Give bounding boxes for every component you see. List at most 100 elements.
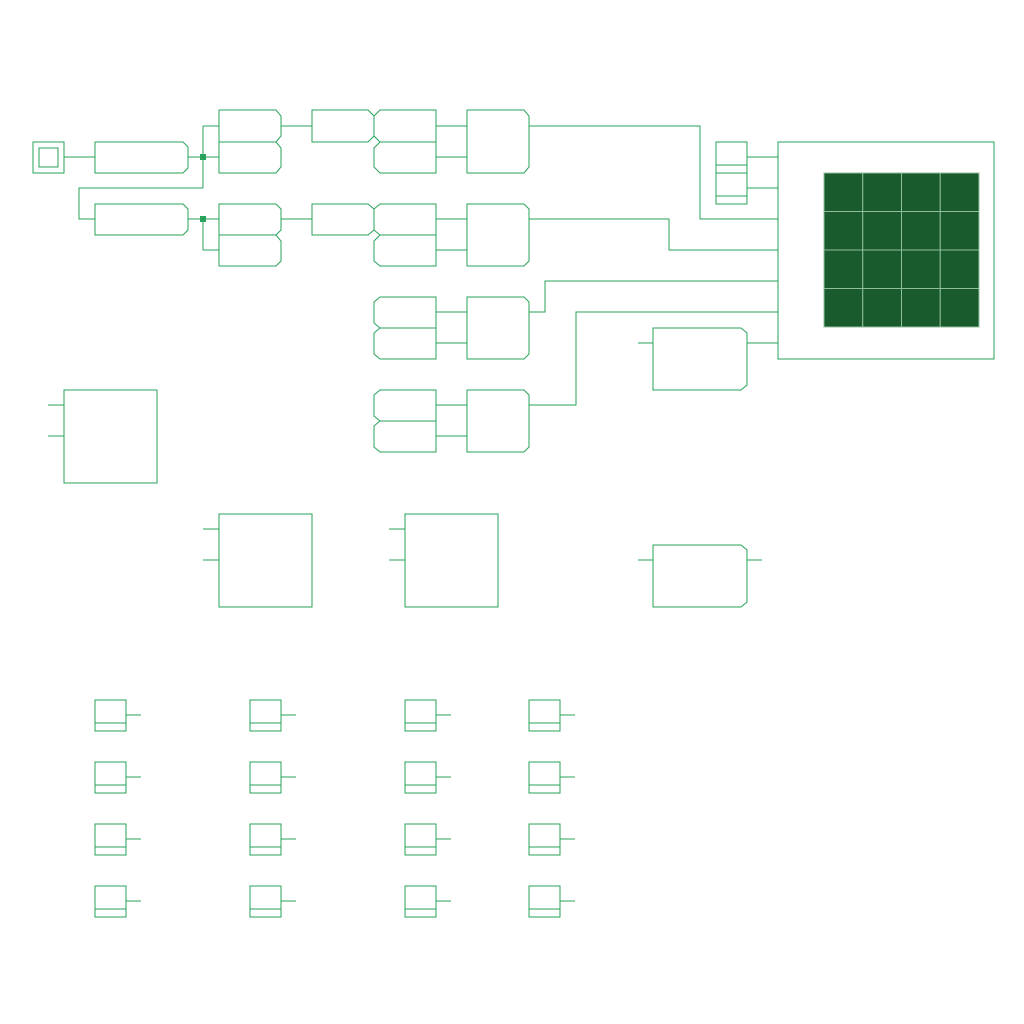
terminal-block [94, 699, 141, 732]
processing-block-2 [94, 203, 189, 236]
combiner-block-4 [466, 389, 530, 453]
terminal-lead [250, 776, 296, 786]
display-grid [823, 172, 980, 328]
display-grid-cell [823, 288, 864, 328]
terminal-block [404, 885, 451, 918]
module-block-left [63, 389, 158, 484]
terminal-block [94, 823, 141, 856]
terminal-lead [250, 900, 296, 910]
terminal-lead [529, 714, 575, 724]
split-block-top-b [218, 141, 282, 174]
wire [529, 125, 778, 220]
display-grid-cell [862, 211, 902, 251]
terminal-box [404, 761, 437, 794]
terminal-block [249, 699, 296, 732]
terminal-block [528, 761, 575, 794]
combiner-block-3 [466, 296, 530, 360]
wire [529, 218, 778, 251]
wire [203, 528, 219, 561]
terminal-block [404, 823, 451, 856]
wire [529, 280, 778, 313]
wire [48, 404, 64, 437]
terminal-lead [405, 900, 451, 910]
terminal-box [249, 761, 282, 794]
terminal-box [249, 823, 282, 856]
terminal-box [404, 885, 437, 918]
wire [716, 164, 747, 197]
display-grid-cell [862, 172, 902, 212]
terminal-box [404, 699, 437, 732]
pair-block-4-a [373, 389, 437, 422]
wire [78, 187, 203, 220]
module-block-center-b [404, 513, 499, 608]
split-block-mid-a [218, 203, 282, 236]
stage-block-mid [311, 203, 375, 236]
wire [202, 218, 219, 251]
terminal-block [528, 823, 575, 856]
display-grid-cell [862, 288, 902, 328]
display-grid-cell [901, 288, 941, 328]
terminal-array [94, 699, 575, 918]
terminal-block [528, 885, 575, 918]
terminal-box [94, 761, 127, 794]
pair-block-mid-a [373, 203, 437, 236]
terminal-lead [529, 776, 575, 786]
stage-block-top [311, 109, 375, 143]
wire [436, 311, 467, 344]
terminal-box [94, 823, 127, 856]
processing-block-1 [94, 141, 189, 174]
split-block-mid-b [218, 234, 282, 267]
display-grid-cell [901, 249, 941, 289]
terminal-box [404, 823, 437, 856]
terminal-box [249, 699, 282, 732]
terminal-lead [95, 838, 141, 848]
terminal-block [404, 761, 451, 794]
terminal-box [528, 761, 561, 794]
output-block-1 [652, 327, 748, 391]
pair-block-mid-b [373, 234, 437, 267]
input-terminal [32, 141, 65, 174]
terminal-box [528, 885, 561, 918]
output-block-2 [652, 544, 748, 608]
wire [436, 125, 467, 158]
module-block-center-a [218, 513, 313, 608]
terminal-lead [95, 776, 141, 786]
terminal-block [404, 699, 451, 732]
terminal-block [249, 761, 296, 794]
terminal-block [249, 823, 296, 856]
combiner-block-1 [466, 109, 530, 174]
display-grid-cell [823, 172, 864, 212]
pair-block-top-b [373, 141, 437, 174]
display-grid-cell [901, 172, 941, 212]
display-grid-cell [939, 172, 980, 212]
wire [436, 404, 467, 437]
pair-block-top-a [373, 109, 437, 143]
terminal-lead [250, 714, 296, 724]
terminal-lead [95, 900, 141, 910]
display-grid-cell [939, 249, 980, 289]
display-grid-cell [939, 211, 980, 251]
wire [529, 311, 778, 406]
pair-block-3-b [373, 327, 437, 360]
terminal-lead [529, 900, 575, 910]
terminal-box [528, 823, 561, 856]
pair-block-4-b [373, 420, 437, 453]
terminal-lead [405, 776, 451, 786]
wire [389, 528, 405, 561]
terminal-box [94, 885, 127, 918]
wire [202, 125, 219, 188]
terminal-lead [529, 838, 575, 848]
combiner-block-2 [466, 203, 530, 267]
split-block-top-a [218, 109, 282, 143]
terminal-lead [250, 838, 296, 848]
display-grid-cell [823, 249, 864, 289]
terminal-lead [95, 714, 141, 724]
terminal-lead [405, 714, 451, 724]
terminal-box [528, 699, 561, 732]
display-module [777, 141, 995, 360]
terminal-block [249, 885, 296, 918]
terminal-block [94, 885, 141, 918]
terminal-box [249, 885, 282, 918]
